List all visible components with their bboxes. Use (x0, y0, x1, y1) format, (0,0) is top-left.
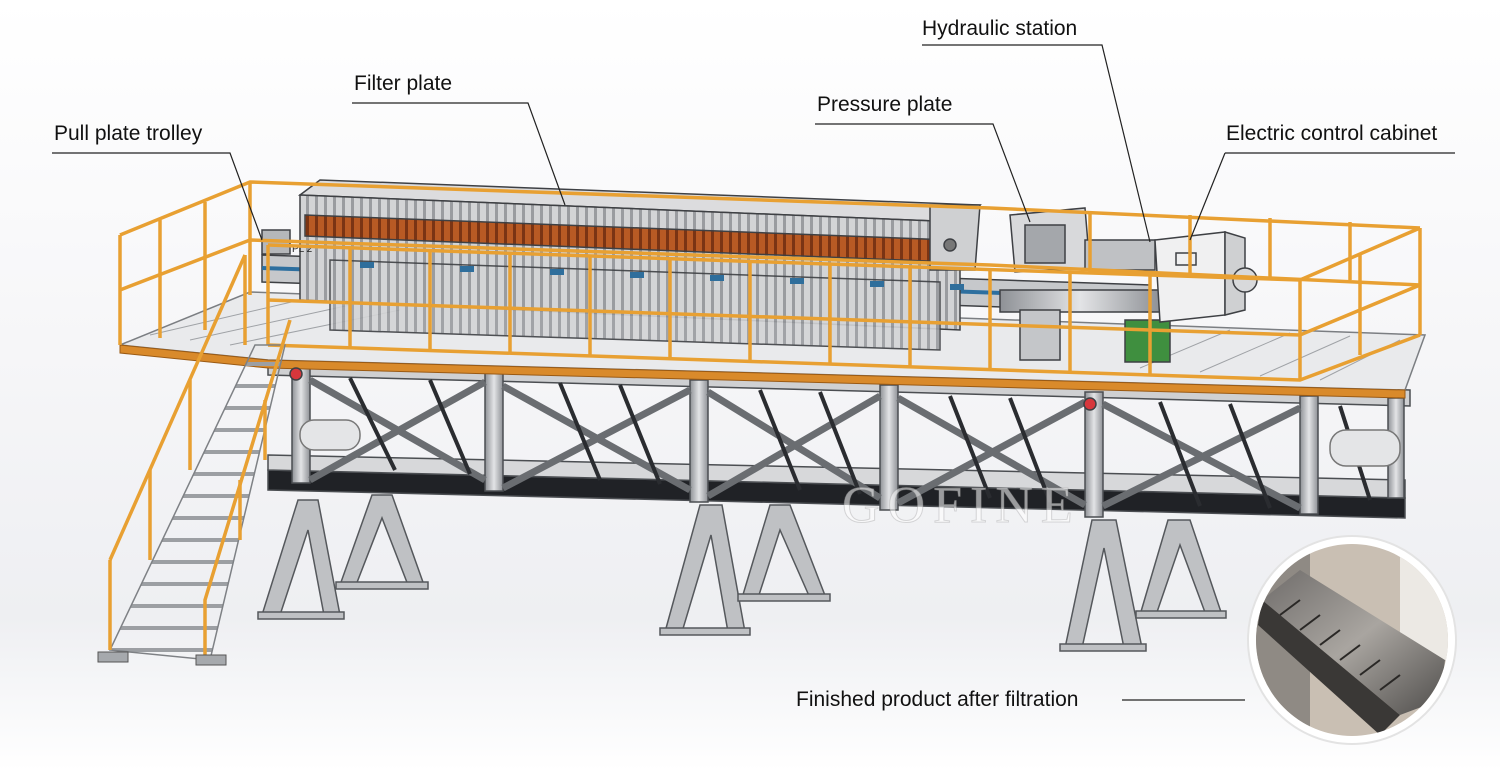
filter-press-body: PL 2 (261, 179, 1258, 411)
leader-line-electric-cabinet-pointer (1189, 152, 1226, 241)
staircase (97, 254, 292, 666)
machine-marking: PL 2 (292, 244, 313, 255)
lower-frame (267, 359, 1411, 519)
label-finished-product: Finished product after filtration (796, 688, 1079, 711)
leader-line-hydraulic-station (922, 44, 1151, 243)
label-pull-plate-trolley: Pull plate trolley (54, 122, 203, 145)
support-legs (257, 494, 1227, 652)
railings (118, 180, 1422, 382)
leader-line-filter-plate (352, 102, 566, 206)
label-pressure-plate: Pressure plate (817, 93, 953, 116)
label-electric-control-cabinet: Electric control cabinet (1226, 122, 1438, 145)
label-filter-plate: Filter plate (354, 72, 453, 95)
leader-line-pressure-plate (815, 123, 1031, 223)
leader-lines (52, 44, 1455, 701)
watermark: GOFINE (842, 477, 1081, 535)
label-hydraulic-station: Hydraulic station (922, 17, 1078, 40)
finished-product-photo (1247, 535, 1457, 745)
leader-line-pull-plate-trolley (52, 152, 263, 241)
